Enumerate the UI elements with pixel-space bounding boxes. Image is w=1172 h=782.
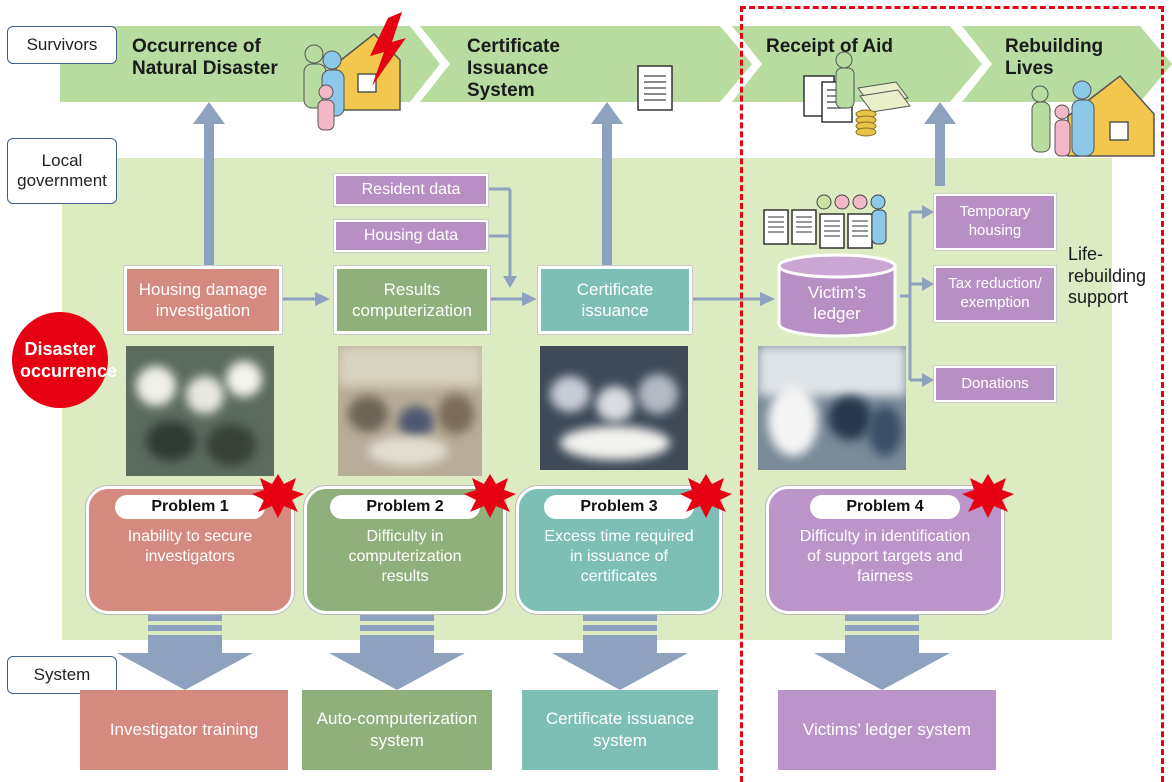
problem-1-label: Problem 1 xyxy=(115,495,265,519)
results-computerization-step: Results computerization xyxy=(334,266,490,334)
chevron-title-certificate: Certificate Issuance System xyxy=(467,36,560,101)
problem-3-label: Problem 3 xyxy=(544,495,694,519)
housing-data-box: Housing data xyxy=(334,220,488,252)
problem-3-text: Excess time required in issuance of cert… xyxy=(544,528,694,585)
photo-computerization xyxy=(338,346,482,476)
row-label-local-government: Local government xyxy=(7,138,117,204)
problem-1-text: Inability to secure investigators xyxy=(127,528,253,565)
problem-3-box: Problem 3 Excess time required in issuan… xyxy=(516,486,722,614)
certificate-issuance-step: Certificate issuance xyxy=(538,266,692,334)
photo-ledger xyxy=(758,346,906,470)
life-rebuilding-label: Life-rebuilding support xyxy=(1068,244,1147,308)
investigator-training-system: Investigator training xyxy=(80,690,288,770)
focus-dashed-frame xyxy=(740,6,1164,782)
rebuilt-house-icon xyxy=(1031,74,1155,157)
problem-2-text: Difficulty in computerization results xyxy=(348,528,462,585)
certificate-document-icon xyxy=(637,65,673,111)
chevron-title-disaster: Occurrence of Natural Disaster xyxy=(132,36,278,79)
money-icon xyxy=(803,51,911,137)
certificate-issuance-system: Certificate issuance system xyxy=(522,690,718,770)
housing-damage-investigation-step: Housing damage investigation xyxy=(124,266,282,334)
donations-box: Donations xyxy=(934,366,1056,402)
victims-ledger-system: Victims’ ledger system xyxy=(778,690,996,770)
chevron-title-aid: Receipt of Aid xyxy=(766,36,894,57)
temporary-housing-box: Temporary housing xyxy=(934,194,1056,250)
chevron-title-rebuilding: Rebuilding Lives xyxy=(1005,36,1104,79)
family-icon xyxy=(303,12,406,131)
disaster-occurrence-badge: Disaster occurrence xyxy=(12,312,118,408)
photo-certificate xyxy=(540,346,688,470)
problem-1-box: Problem 1 Inability to secure investigat… xyxy=(86,486,294,614)
problem-4-box: Problem 4 Difficulty in identification o… xyxy=(766,486,1004,614)
problem-2-label: Problem 2 xyxy=(330,495,480,519)
ledger-database-icon xyxy=(777,253,897,338)
auto-computerization-system: Auto-computerization system xyxy=(302,690,492,770)
problem-4-text: Difficulty in identification of support … xyxy=(799,528,971,585)
chevron-aid xyxy=(732,26,982,102)
problem-4-label: Problem 4 xyxy=(810,495,960,519)
tax-reduction-box: Tax reduction/ exemption xyxy=(934,266,1056,322)
row-label-system: System xyxy=(7,656,117,694)
victims-ledger-label: Victim’s ledger xyxy=(808,283,866,324)
problem-2-box: Problem 2 Difficulty in computerization … xyxy=(304,486,506,614)
photo-investigation xyxy=(126,346,274,476)
resident-data-box: Resident data xyxy=(334,174,488,206)
lightning-icon xyxy=(370,12,406,86)
document-icon xyxy=(763,194,887,249)
disaster-occurrence-text: Disaster occurrence xyxy=(20,338,118,382)
row-label-survivors: Survivors xyxy=(7,26,117,64)
